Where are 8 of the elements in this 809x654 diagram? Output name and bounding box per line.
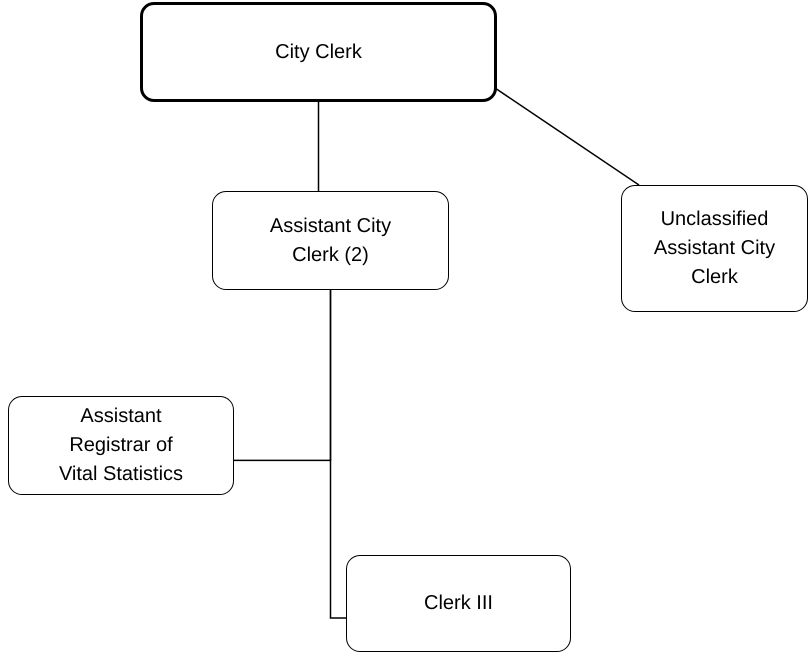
connector-line (330, 290, 346, 619)
role-box: Clerk III (346, 555, 571, 652)
role-box: Unclassified Assistant City Clerk (621, 185, 808, 312)
role-box: City Clerk (140, 2, 497, 102)
role-box: Assistant City Clerk (2) (212, 191, 449, 290)
role-box: Assistant Registrar of Vital Statistics (8, 396, 234, 495)
connector-line (318, 102, 320, 191)
connector-line (494, 87, 640, 186)
